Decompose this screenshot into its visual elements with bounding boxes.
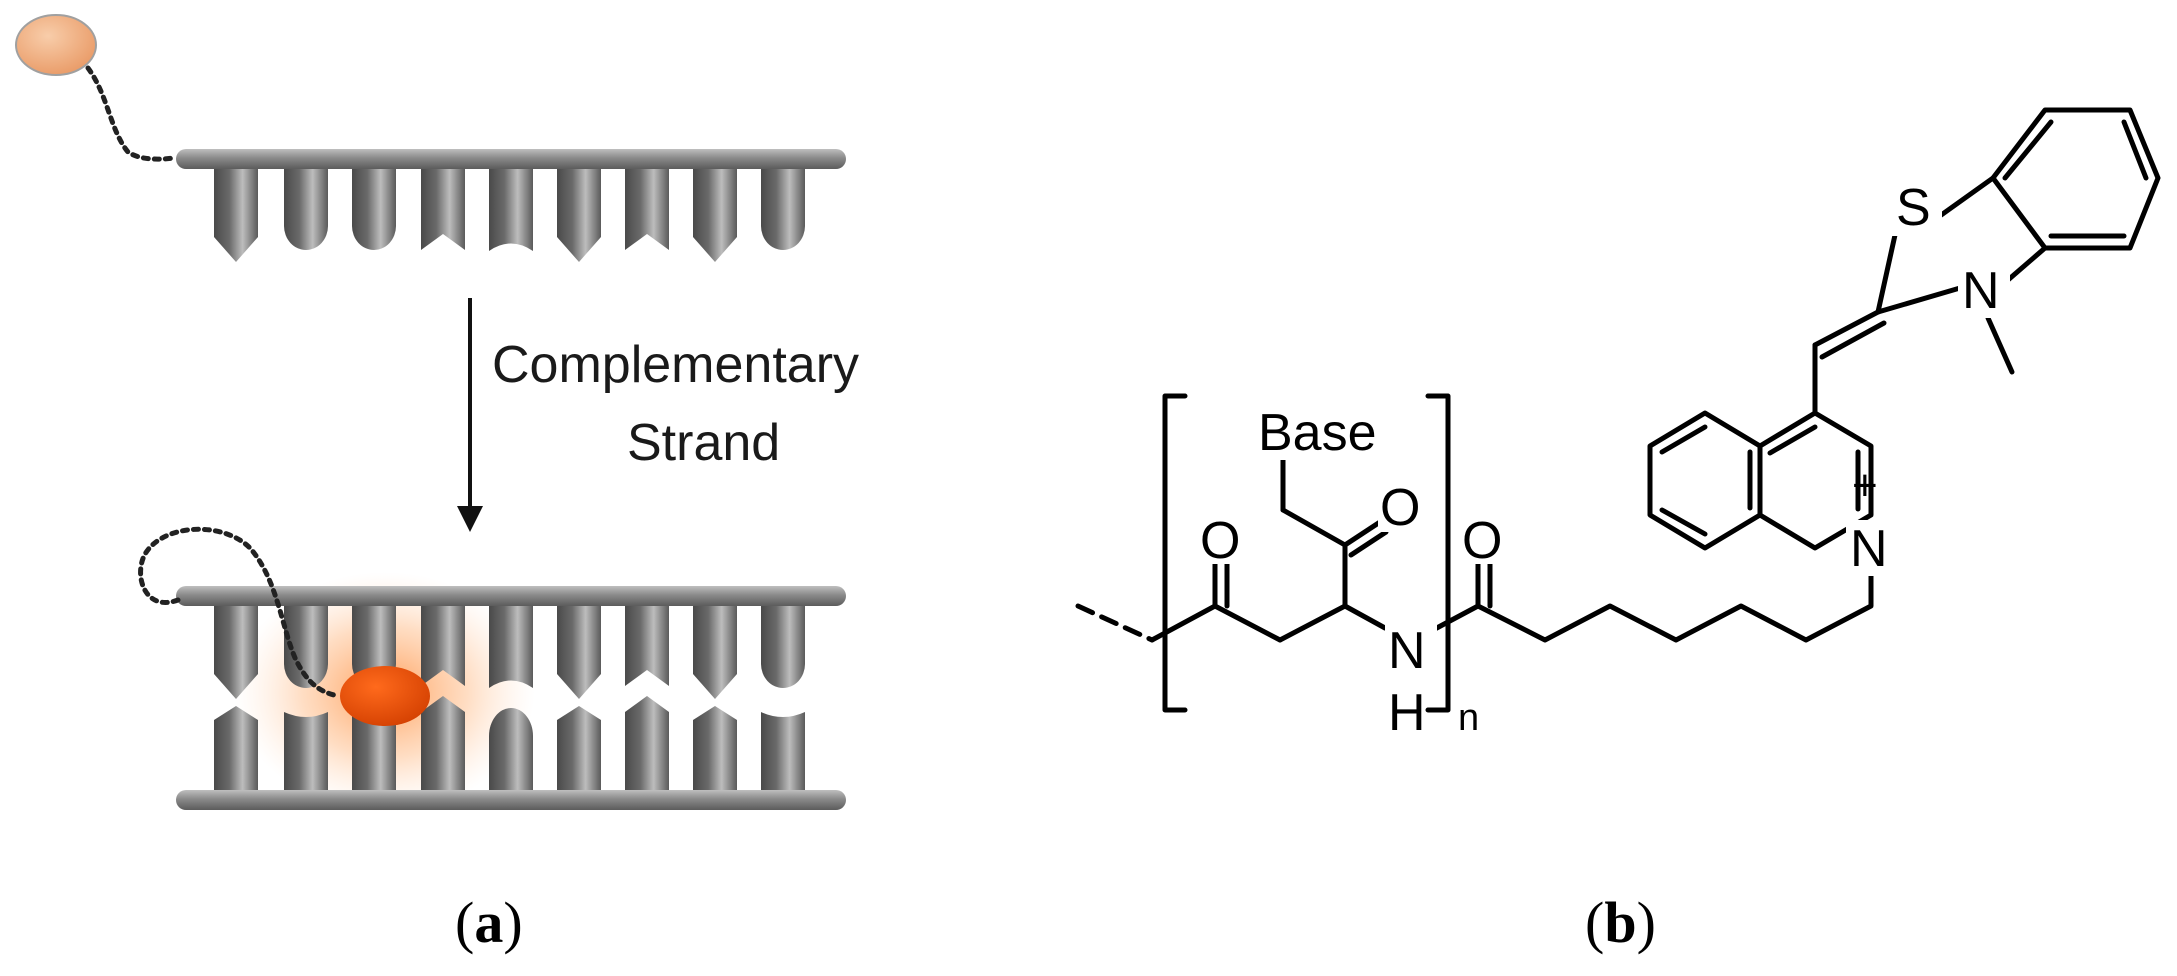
bond-backbone-1 xyxy=(1149,603,1218,643)
n-methyl-bond xyxy=(1985,315,2015,375)
benzothiazole-benzene-ring xyxy=(1990,107,2161,251)
duplex xyxy=(138,526,846,812)
quinolinium-benzene-double-b xyxy=(1659,507,1708,537)
methine-bond-2 xyxy=(1812,309,1881,348)
duplex-top-backbone xyxy=(176,586,846,606)
label-backdrop-base xyxy=(1250,400,1400,460)
caption-a: (a) xyxy=(455,890,523,955)
probe-base-6 xyxy=(557,606,601,699)
duplex-bottom-backbone xyxy=(176,790,846,810)
bound-dye-linker xyxy=(138,526,341,699)
thiazole-bond-n-c3a xyxy=(2005,245,2048,283)
panel-a-diagram: Complementary Strand xyxy=(15,14,859,955)
single-strand-backbone xyxy=(176,149,846,169)
target-base-2 xyxy=(284,712,328,790)
label-backdrop-o2 xyxy=(1378,478,1426,532)
label-backdrop-o3 xyxy=(1460,510,1508,564)
atom-label-oxygen-3: O xyxy=(1462,512,1502,570)
bond-amide-n xyxy=(1430,603,1481,633)
bond-backbone-2 xyxy=(1212,603,1283,643)
target-base-8 xyxy=(693,706,737,790)
quinolinium-double-bond-b xyxy=(1767,424,1818,456)
bound-dye-fluorescent xyxy=(340,666,430,726)
bond-backbone-4 xyxy=(1342,603,1388,631)
target-base-9 xyxy=(761,712,805,790)
target-base-4 xyxy=(421,696,465,790)
target-base-5 xyxy=(489,708,533,790)
thiazole-bond-c2-n xyxy=(1875,285,1963,315)
label-backdrop-o1 xyxy=(1195,510,1243,564)
probe-base-5 xyxy=(489,606,533,688)
heptyl-linker xyxy=(1475,563,1874,643)
atom-label-sulfur: S xyxy=(1896,179,1931,237)
panel-b-atom-labels: Base O O N H n O N + S N xyxy=(1195,179,2010,742)
single-strand-base-5 xyxy=(489,169,533,251)
probe-base-8 xyxy=(693,606,737,699)
bond-carbonyl-2b xyxy=(1348,529,1389,558)
label-backdrop-n-thiazole xyxy=(1958,262,2010,318)
single-strand-base-6 xyxy=(557,169,601,262)
arrow-label-complementary: Complementary xyxy=(492,336,859,394)
single-strand-base-7 xyxy=(625,169,669,250)
charge-plus: + xyxy=(1852,461,1878,510)
target-base-3 xyxy=(352,712,396,790)
probe-base-9 xyxy=(761,606,805,688)
atom-label-nitrogen-amide: N xyxy=(1388,622,1426,680)
target-base-1 xyxy=(214,706,258,790)
probe-base-7 xyxy=(625,606,669,686)
single-strand-base-8 xyxy=(693,169,737,262)
hybridization-arrow-head xyxy=(457,506,483,532)
label-backdrop-n-quinolinium xyxy=(1846,520,1900,576)
probe-base-1 xyxy=(214,606,258,699)
quinolinium-benzene-double-a xyxy=(1659,424,1708,455)
atom-label-oxygen-2: O xyxy=(1380,479,1420,537)
single-strand-base-4 xyxy=(421,169,465,250)
chain-continuation-bond xyxy=(1075,603,1155,643)
arrow-label-strand: Strand xyxy=(627,414,780,472)
caption-b: (b) xyxy=(1585,890,1656,955)
quinolinium-benzene-ring xyxy=(1647,410,1763,551)
thiazole-bond-c2-s xyxy=(1875,232,1898,315)
single-strand xyxy=(176,149,846,262)
bond-side-2 xyxy=(1280,507,1348,548)
benzothiazole-double-b xyxy=(2121,119,2149,181)
atom-label-oxygen-1: O xyxy=(1200,512,1240,570)
free-dye-probe xyxy=(15,14,97,76)
single-strand-base-9 xyxy=(761,169,805,250)
benzothiazole-double-a xyxy=(2002,119,2054,181)
bond-carbonyl-2 xyxy=(1342,519,1383,548)
label-backdrop-n-amide xyxy=(1385,620,1437,678)
panel-b-structure xyxy=(1075,107,2161,713)
label-backdrop-s xyxy=(1892,180,1942,236)
atom-label-base: Base xyxy=(1258,404,1377,462)
single-strand-base-1 xyxy=(214,169,258,262)
probe-base-4 xyxy=(421,606,465,686)
repeat-bracket-left xyxy=(1162,393,1188,713)
atom-label-nitrogen-thiazole: N xyxy=(1962,262,2000,320)
atom-label-hydrogen: H xyxy=(1388,684,1426,742)
bond-backbone-3 xyxy=(1277,603,1348,643)
target-base-6 xyxy=(557,706,601,790)
single-strand-base-3 xyxy=(352,169,396,250)
repeat-subscript-n: n xyxy=(1458,697,1479,739)
single-strand-base-2 xyxy=(284,169,328,250)
methine-bond-2b xyxy=(1819,320,1887,360)
target-base-7 xyxy=(625,696,669,790)
atom-label-nitrogen-quinolinium: N xyxy=(1850,520,1888,578)
thiazole-bond-s-c7a xyxy=(1934,175,1996,221)
repeat-bracket-right xyxy=(1425,393,1451,713)
probe-base-2 xyxy=(284,606,328,688)
free-dye-linker xyxy=(85,65,177,162)
